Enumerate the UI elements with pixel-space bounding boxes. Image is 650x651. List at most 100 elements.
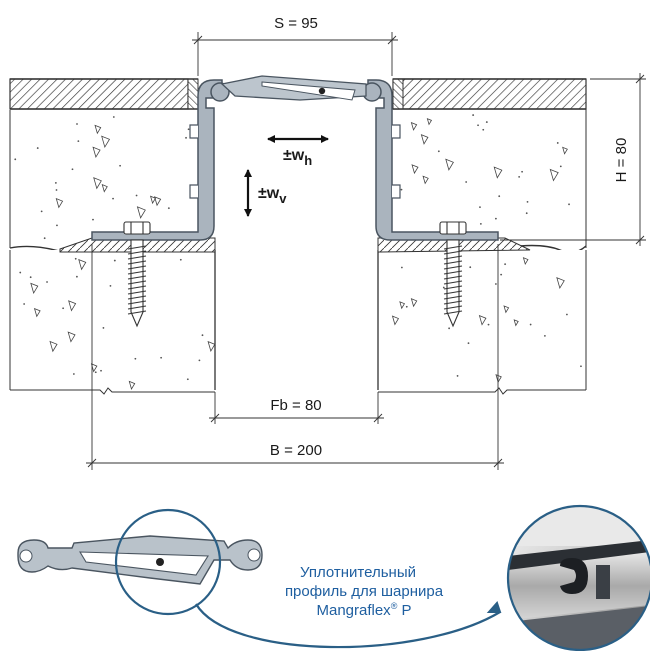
aggregate-stone bbox=[503, 305, 510, 314]
photo-circle-frame bbox=[506, 504, 650, 651]
bolt-thread bbox=[443, 250, 463, 255]
aggregate-dot bbox=[482, 128, 485, 131]
aggregate-stone bbox=[30, 282, 39, 295]
aggregate-dot bbox=[201, 334, 204, 337]
aggregate-dot bbox=[525, 212, 528, 215]
wv-label-sub: v bbox=[279, 191, 287, 206]
h-dimension-label: H = 80 bbox=[613, 138, 630, 183]
aggregate-stone bbox=[149, 195, 157, 205]
bolt-thread bbox=[127, 245, 147, 250]
aggregate-stone bbox=[513, 319, 519, 327]
aggregate-stone bbox=[90, 363, 98, 373]
bolt-thread bbox=[443, 275, 463, 280]
aggregate-stone bbox=[399, 301, 406, 310]
aggregate-stone bbox=[78, 258, 87, 271]
left-anchor-bolt bbox=[123, 221, 151, 328]
aggregate-dot bbox=[100, 369, 102, 372]
bolt-thread bbox=[443, 245, 463, 250]
aggregate-dot bbox=[465, 181, 468, 183]
aggregate-dot bbox=[504, 263, 507, 266]
aggregate-stone bbox=[49, 340, 58, 353]
aggregate-dot bbox=[40, 210, 43, 213]
aggregate-stone bbox=[478, 314, 487, 326]
aggregate-dot bbox=[112, 197, 114, 200]
aggregate-dot bbox=[485, 121, 488, 123]
aggregate-dot bbox=[543, 334, 546, 337]
caption-line2: профиль для шарнира bbox=[285, 583, 444, 600]
aggregate-dot bbox=[46, 281, 48, 283]
aggregate-dot bbox=[55, 189, 58, 191]
aggregate-stone bbox=[493, 166, 503, 179]
right-anchor-bolt bbox=[439, 221, 467, 328]
aggregate-dot bbox=[448, 327, 451, 330]
aggregate-stone bbox=[391, 315, 400, 326]
aggregate-dot bbox=[556, 142, 559, 144]
aggregate-dot bbox=[494, 283, 497, 285]
aggregate-dot bbox=[437, 150, 440, 153]
aggregate-dot bbox=[400, 266, 403, 269]
aggregate-dot bbox=[167, 207, 170, 210]
product-photo bbox=[508, 506, 650, 650]
left-concrete-slab bbox=[9, 78, 216, 395]
bolt-thread bbox=[443, 280, 463, 285]
aggregate-stone bbox=[549, 168, 559, 182]
bolt-thread bbox=[443, 300, 463, 305]
vertical-movement-arrow: ±wv bbox=[244, 169, 287, 217]
aggregate-stone bbox=[445, 158, 454, 171]
aggregate-stone bbox=[556, 277, 565, 290]
dimension-s bbox=[192, 32, 398, 76]
aggregate-dot bbox=[112, 116, 115, 118]
bolt-thread bbox=[443, 285, 463, 290]
aggregate-stone bbox=[101, 183, 108, 193]
aggregate-dot bbox=[529, 323, 532, 326]
aggregate-dot bbox=[186, 378, 189, 381]
bolt-thread bbox=[127, 260, 147, 265]
aggregate-dot bbox=[135, 194, 138, 197]
aggregate-dot bbox=[71, 168, 74, 171]
svg-text:±wv: ±wv bbox=[258, 185, 287, 206]
wv-label-main: ±w bbox=[258, 185, 280, 202]
aggregate-dot bbox=[119, 164, 121, 167]
bolt-thread bbox=[443, 295, 463, 300]
left-profile bbox=[91, 79, 230, 241]
aggregate-dot bbox=[479, 223, 482, 225]
aggregate-stone bbox=[128, 380, 136, 390]
caption-line3: Mangraflex® P bbox=[316, 601, 411, 619]
aggregate-dot bbox=[74, 257, 77, 260]
aggregate-dot bbox=[14, 158, 17, 161]
right-profile bbox=[362, 79, 499, 241]
bolt-thread bbox=[127, 270, 147, 275]
wh-label-sub: h bbox=[304, 153, 312, 168]
detail-highlight-circle bbox=[114, 508, 222, 616]
aggregate-dot bbox=[77, 140, 80, 143]
pointer-arrow bbox=[195, 603, 501, 649]
aggregate-dot bbox=[568, 203, 570, 206]
b-dimension-label: B = 200 bbox=[270, 442, 322, 459]
bolt-thread bbox=[127, 250, 147, 255]
caption-brand: Mangraflex bbox=[316, 602, 391, 619]
caption-brand-tail: P bbox=[397, 602, 411, 619]
aggregate-dot bbox=[198, 359, 201, 362]
aggregate-dot bbox=[479, 206, 481, 208]
bolt-thread bbox=[127, 305, 147, 310]
aggregate-dot bbox=[559, 165, 562, 168]
svg-text:±wh: ±wh bbox=[283, 147, 312, 168]
aggregate-dot bbox=[456, 375, 459, 377]
bolt-thread bbox=[443, 270, 463, 275]
bolt-thread bbox=[127, 295, 147, 300]
horizontal-movement-arrow: ±wh bbox=[267, 135, 329, 168]
aggregate-dot bbox=[76, 123, 78, 125]
dimension-h bbox=[500, 73, 646, 246]
aggregate-dot bbox=[185, 136, 187, 139]
aggregate-stone bbox=[562, 146, 568, 155]
aggregate-stone bbox=[93, 177, 102, 190]
aggregate-dot bbox=[442, 286, 445, 289]
aggregate-dot bbox=[487, 323, 490, 326]
aggregate-stone bbox=[67, 331, 76, 343]
bolt-thread bbox=[127, 285, 147, 290]
aggregate-dot bbox=[187, 128, 190, 131]
aggregate-dot bbox=[102, 327, 105, 329]
aggregate-stone bbox=[420, 134, 429, 145]
aggregate-stone bbox=[411, 164, 419, 175]
aggregate-stone bbox=[154, 196, 162, 207]
